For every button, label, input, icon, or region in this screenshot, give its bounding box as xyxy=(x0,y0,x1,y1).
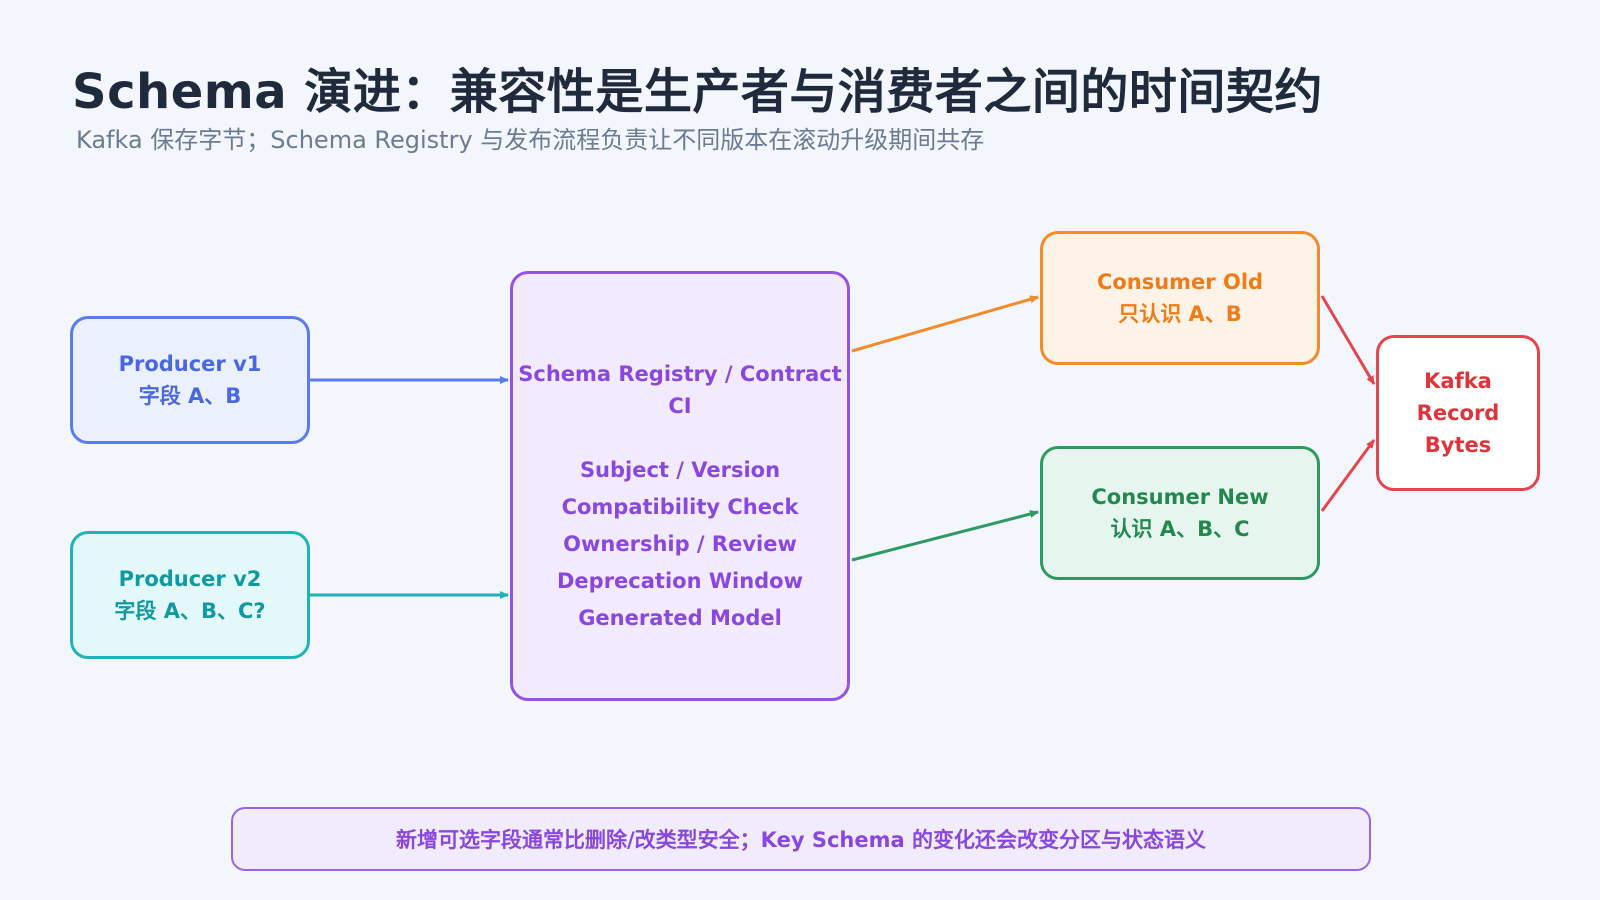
kafka-label-line-3: Bytes xyxy=(1424,433,1492,457)
footer-note: 新增可选字段通常比删除/改类型安全；Key Schema 的变化还会改变分区与状… xyxy=(231,807,1371,871)
producer-v2-name: Producer v2 xyxy=(118,567,262,591)
producer-v1-node: Producer v1 字段 A、B xyxy=(70,316,310,444)
registry-item-ownership-review: Ownership / Review xyxy=(563,532,797,556)
kafka-record-bytes-node: Kafka Record Bytes xyxy=(1376,335,1540,491)
consumer-new-name: Consumer New xyxy=(1091,485,1269,509)
kafka-label-line-2: Record xyxy=(1416,401,1500,425)
page-subtitle: Kafka 保存字节；Schema Registry 与发布流程负责让不同版本在… xyxy=(76,126,985,154)
consumer-old-node: Consumer Old 只认识 A、B xyxy=(1040,231,1320,365)
registry-item-compatibility-check: Compatibility Check xyxy=(561,495,799,519)
arrow-consumer-new-to-kafka xyxy=(1320,439,1376,512)
producer-v2-node: Producer v2 字段 A、B、C? xyxy=(70,531,310,659)
registry-item-deprecation-window: Deprecation Window xyxy=(556,569,804,593)
page-title: Schema 演进：兼容性是生产者与消费者之间的时间契约 xyxy=(72,64,1323,120)
consumer-old-fields: 只认识 A、B xyxy=(1118,302,1242,326)
arrow-consumer-old-to-kafka xyxy=(1320,295,1376,385)
registry-title: Schema Registry / Contract CI xyxy=(518,362,842,418)
kafka-label-line-1: Kafka xyxy=(1424,369,1492,393)
schema-registry-node: Schema Registry / Contract CI Subject / … xyxy=(510,271,850,701)
producer-v1-name: Producer v1 xyxy=(118,352,262,376)
registry-item-generated-model: Generated Model xyxy=(578,606,782,630)
producer-v2-fields: 字段 A、B、C? xyxy=(114,599,266,623)
arrow-registry-to-consumer-new xyxy=(851,510,1039,562)
consumer-new-node: Consumer New 认识 A、B、C xyxy=(1040,446,1320,580)
producer-v1-fields: 字段 A、B xyxy=(138,384,242,408)
consumer-new-fields: 认识 A、B、C xyxy=(1110,517,1250,541)
registry-item-subject-version: Subject / Version xyxy=(579,458,781,482)
arrow-registry-to-consumer-old xyxy=(851,295,1039,353)
consumer-old-name: Consumer Old xyxy=(1096,270,1264,294)
